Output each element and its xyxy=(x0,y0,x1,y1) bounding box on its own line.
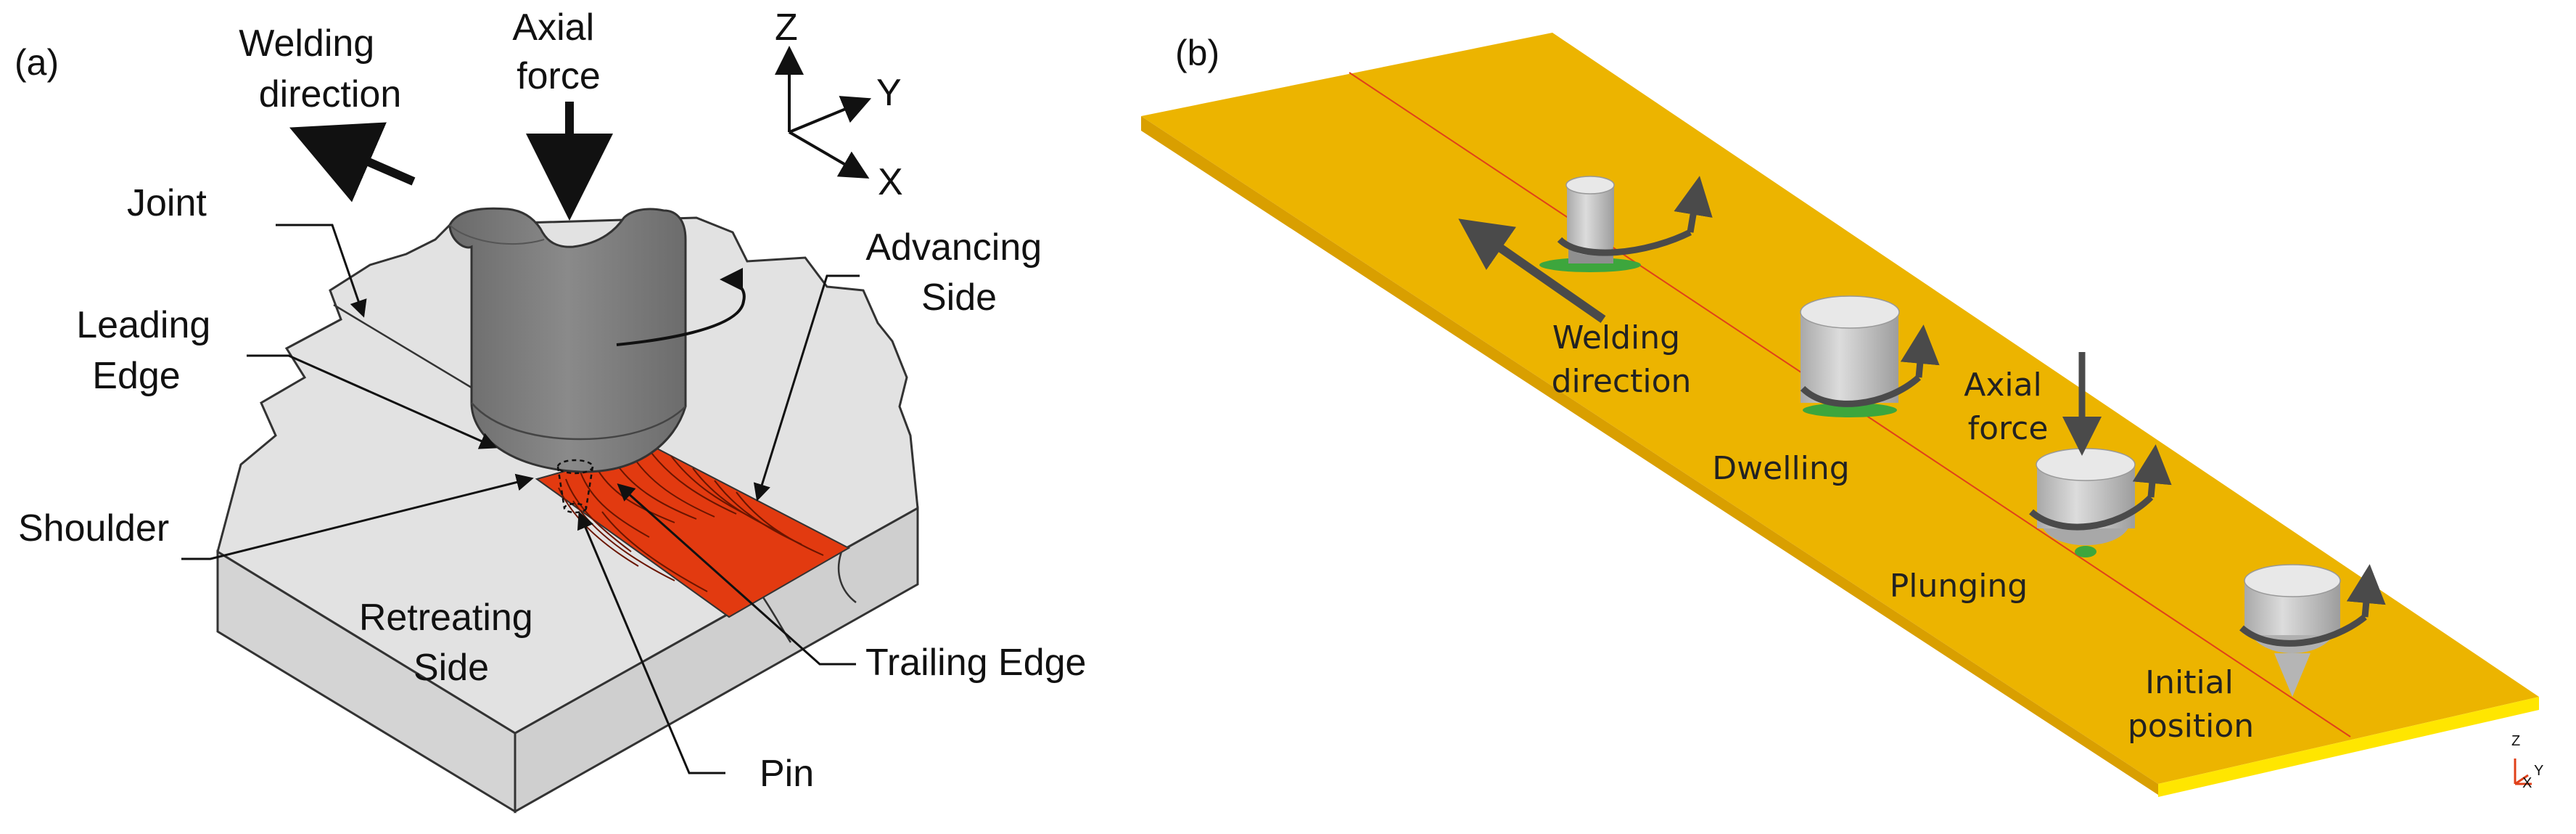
dwelling-label: Dwelling xyxy=(1712,450,1849,487)
panel-b-label: (b) xyxy=(1175,33,1219,73)
plunging-label: Plunging xyxy=(1890,568,2028,605)
tool-initial xyxy=(2239,564,2386,697)
welding-direction-label: Welding direction xyxy=(239,23,401,115)
panel-a-label: (a) xyxy=(15,42,59,83)
axis-y-label: Y xyxy=(876,72,902,114)
tool-pin xyxy=(556,459,594,514)
axis-x-label: X xyxy=(878,161,903,203)
trailing-edge-label: Trailing Edge xyxy=(865,642,1086,684)
axis-z-label: Z xyxy=(775,7,798,49)
tool-dwelling xyxy=(1800,295,1940,417)
leading-edge-label: Leading Edge xyxy=(76,304,221,397)
triad-y-label: Y xyxy=(2534,763,2543,779)
advancing-side-label: Advancing Side xyxy=(865,226,1052,319)
axial-force-label: Axial force xyxy=(512,7,604,97)
retreating-side-label: Retreating Side xyxy=(359,597,543,689)
panel-a: (a) xyxy=(15,7,1086,814)
triad-x-label: X xyxy=(2522,775,2532,791)
welding-direction-label-b: Welding direction xyxy=(1552,319,1692,400)
initial-position-label: Initial position xyxy=(2128,664,2254,745)
tool-plunging xyxy=(2029,352,2172,557)
joint-label: Joint xyxy=(127,182,207,224)
panel-b: (b) Welding direction xyxy=(1141,33,2543,797)
axial-force-indicator: Axial force xyxy=(512,7,613,221)
coordinate-triad-b: Z X Y xyxy=(2511,733,2543,791)
pin-label: Pin xyxy=(760,753,814,795)
triad-z-label: Z xyxy=(2511,733,2520,749)
tool-welding xyxy=(1539,176,1713,272)
shoulder-label: Shoulder xyxy=(18,507,169,549)
callouts-panel-a xyxy=(181,224,860,774)
coordinate-axes: Z Y X xyxy=(775,7,903,203)
axial-force-label-b: Axial force xyxy=(1964,367,2052,447)
welding-direction-arrow-b xyxy=(1458,218,1606,323)
welding-direction-arrow xyxy=(289,122,416,203)
welding-direction-indicator: Welding direction xyxy=(239,23,416,203)
